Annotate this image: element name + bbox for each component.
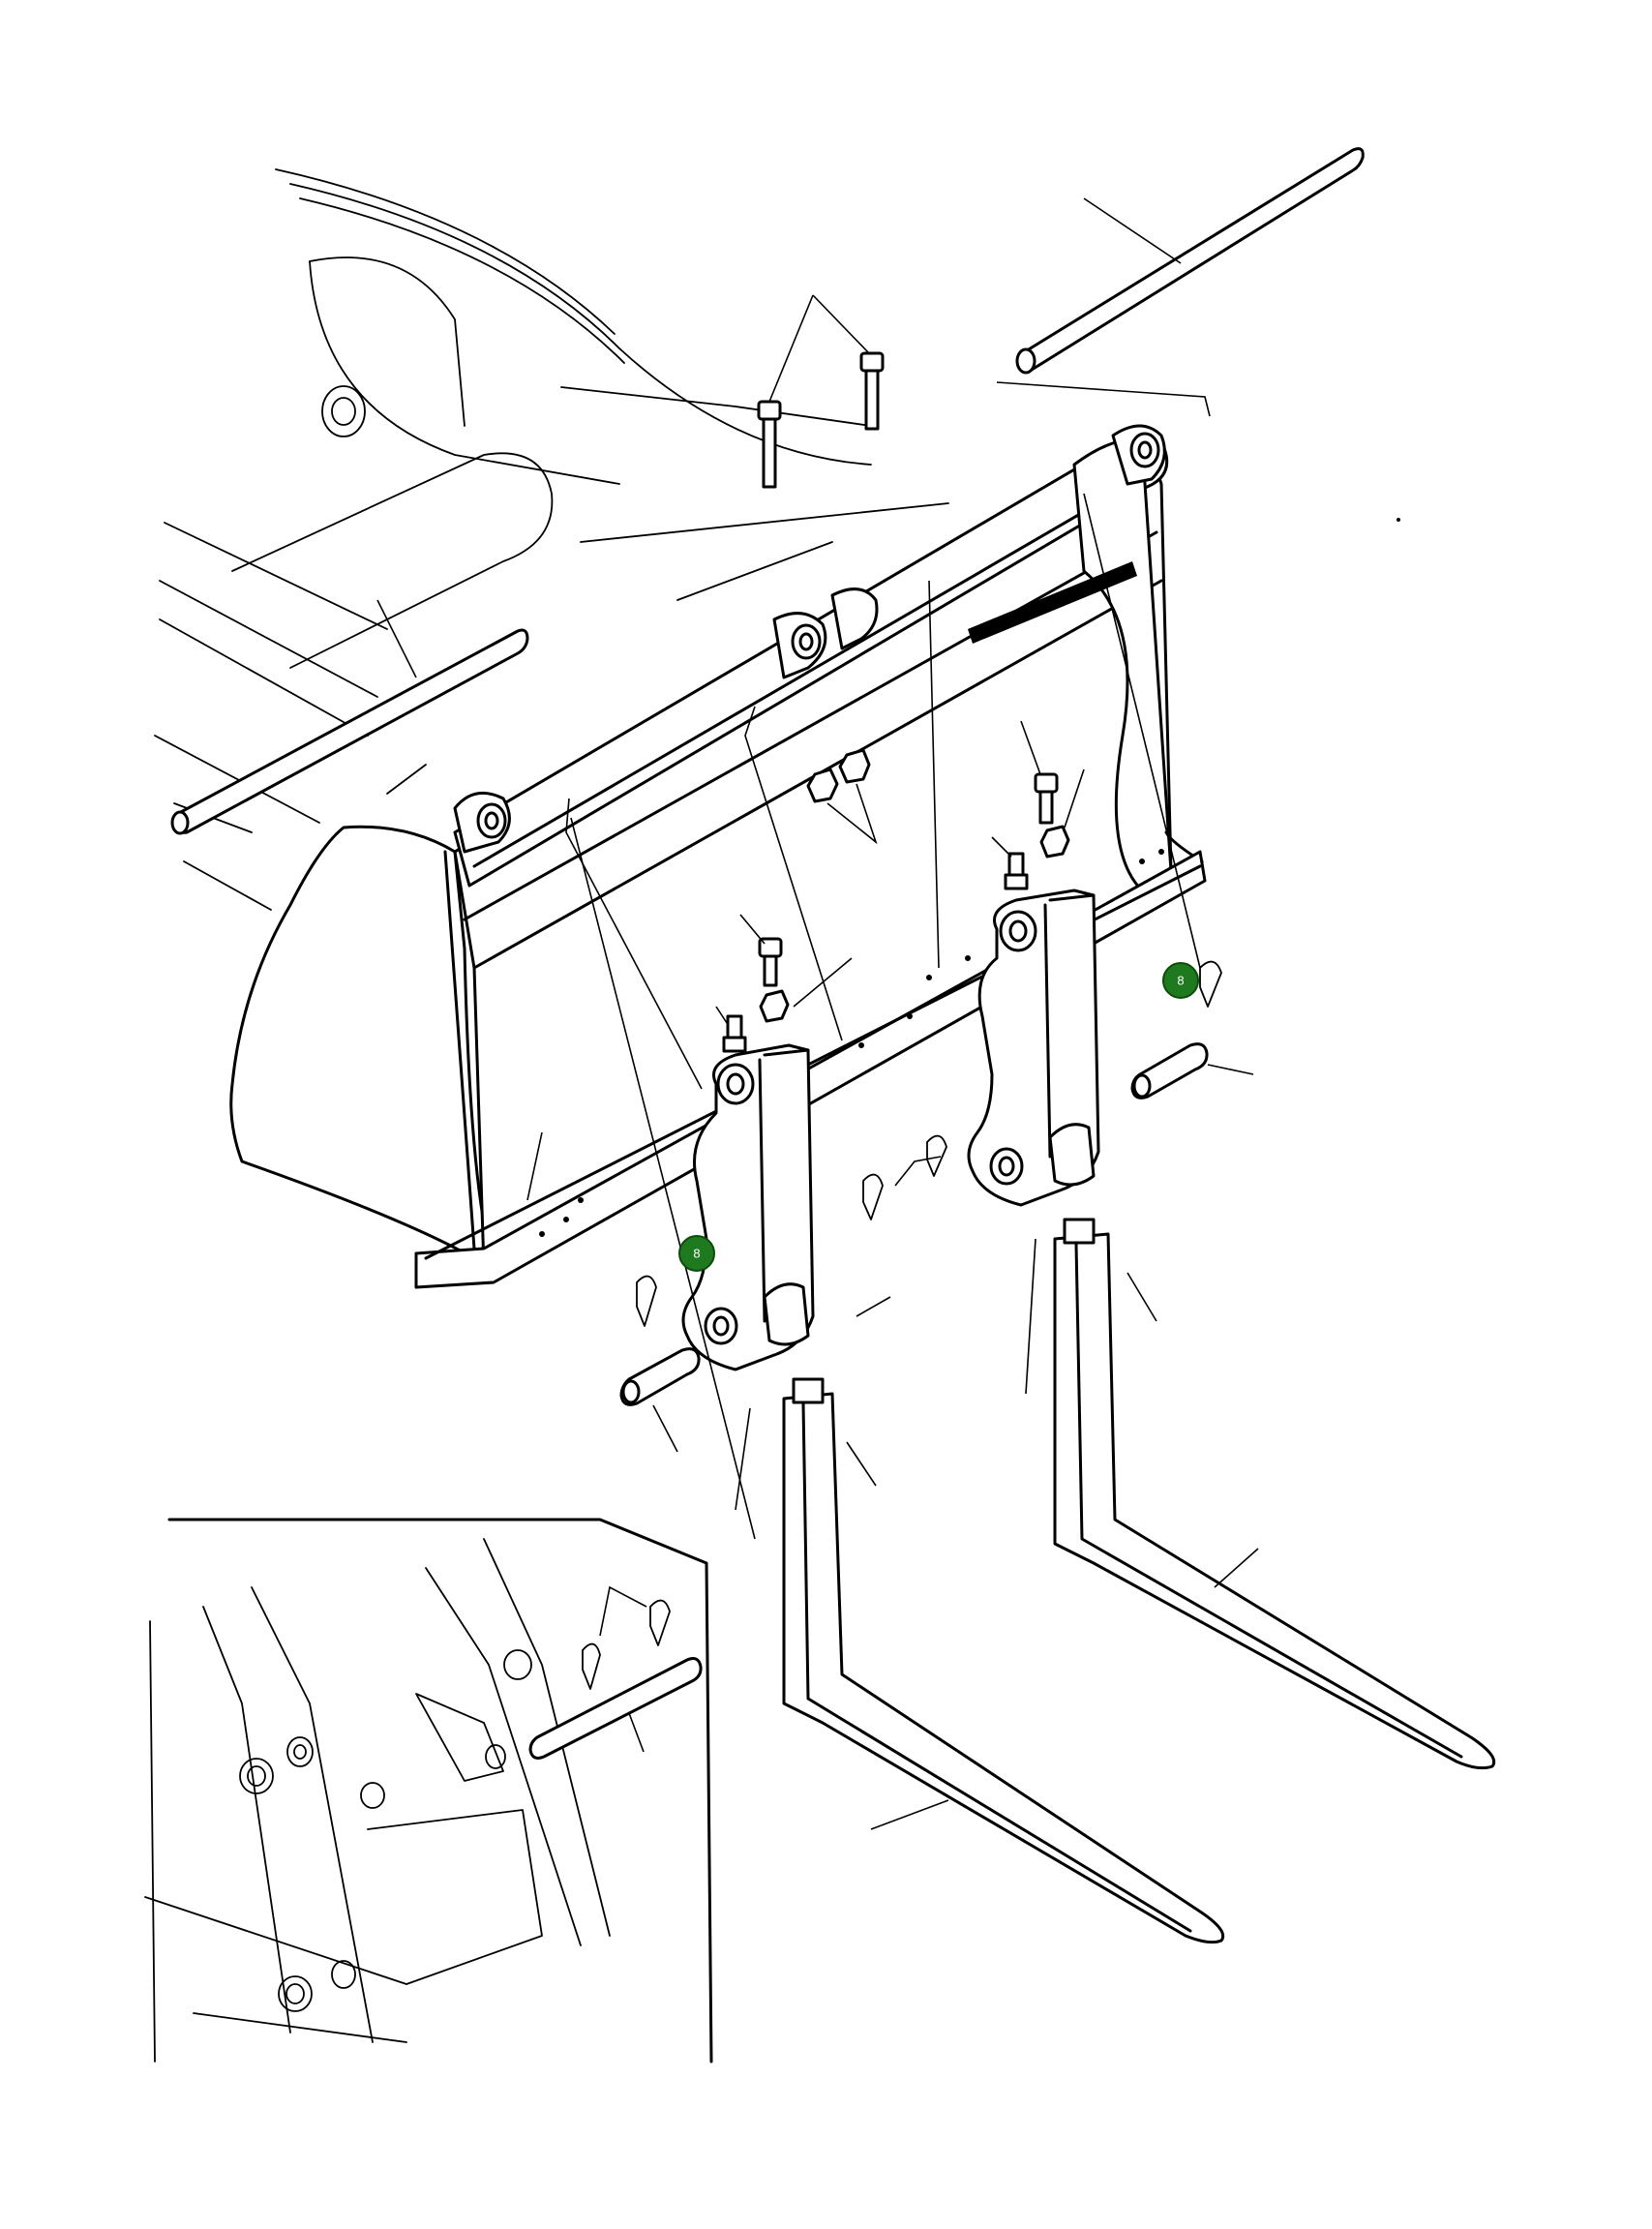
right-grease-nipple[interactable] — [1004, 852, 1029, 890]
inset-r-clip-a[interactable] — [582, 1642, 601, 1690]
leader-lines — [526, 381, 1211, 1540]
r-clip-center-b[interactable] — [862, 1173, 884, 1220]
left-hanger-nut[interactable] — [759, 989, 790, 1023]
right-fork-hanger[interactable] — [967, 889, 1100, 1207]
left-pivot-pin[interactable] — [170, 628, 529, 835]
nut-upper-left[interactable] — [806, 768, 839, 803]
detail-inset — [144, 1518, 713, 2063]
bolt-upper-left[interactable] — [757, 400, 782, 489]
hotspot-label-right: 8 — [1177, 974, 1184, 988]
lower-pin-left[interactable] — [619, 1347, 701, 1406]
left-fork-hanger[interactable] — [681, 1043, 815, 1371]
right-fork[interactable] — [1053, 1218, 1496, 1770]
left-fork[interactable] — [782, 1377, 1225, 1944]
right-hanger-nut[interactable] — [1039, 825, 1070, 858]
hotspot-marker-left[interactable]: 8 — [678, 1235, 715, 1272]
hotspot-marker-right[interactable]: 8 — [1162, 962, 1199, 999]
r-clip-right-upper[interactable] — [1199, 960, 1222, 1008]
nut-upper-right[interactable] — [838, 748, 871, 784]
r-clip-center-a[interactable] — [926, 1134, 947, 1177]
inset-r-clip-b[interactable] — [649, 1599, 671, 1646]
bolt-upper-right[interactable] — [859, 351, 885, 431]
loader-arm-background — [154, 168, 949, 911]
inset-pin[interactable] — [528, 1657, 703, 1760]
upper-pivot-pin[interactable] — [1015, 147, 1365, 375]
r-clip-left-lower[interactable] — [636, 1275, 657, 1327]
hotspot-label-left: 8 — [693, 1247, 700, 1261]
lower-pin-right[interactable] — [1130, 1042, 1209, 1099]
stray-mark — [1397, 518, 1400, 522]
left-grease-nipple[interactable] — [722, 1014, 747, 1053]
right-hanger-bolt[interactable] — [1034, 772, 1059, 825]
